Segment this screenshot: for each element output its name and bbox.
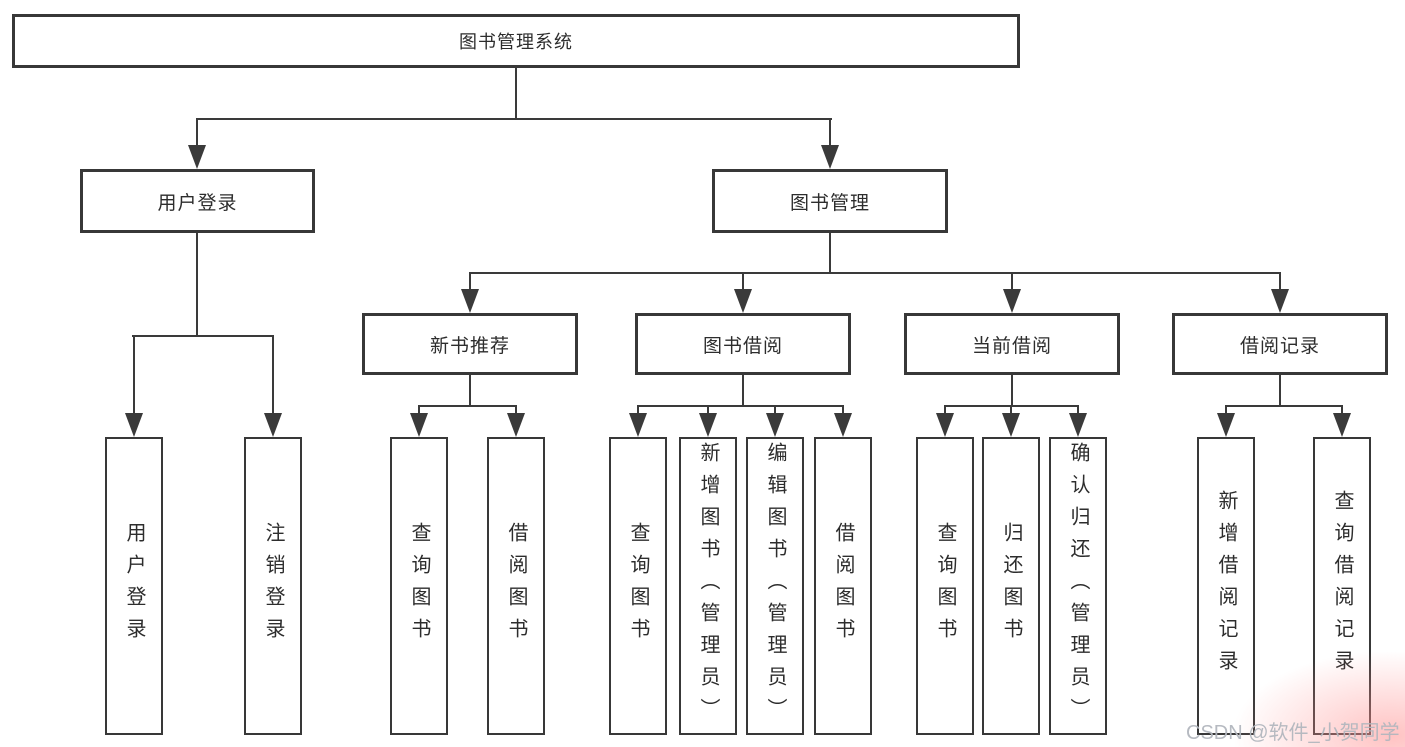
connector-borrowing-records-bar: [1225, 405, 1343, 407]
connector-user-login-stem: [196, 233, 198, 335]
connector-root-stem: [515, 68, 517, 118]
leaf-query-borrow-record: 查询借阅记录: [1313, 437, 1371, 735]
arrow-down-icon: [507, 413, 525, 437]
leaf-label: 新增图书（管理员）: [697, 442, 719, 730]
leaf-edit-book-admin: 编辑图书（管理员）: [746, 437, 804, 735]
connector-root-bar: [196, 118, 832, 120]
connector-drop-line: [842, 405, 844, 417]
arrow-down-icon: [1217, 413, 1235, 437]
arrow-down-icon: [410, 413, 428, 437]
connector-new-book-stem: [469, 375, 471, 405]
connector-drop-line: [774, 405, 776, 417]
connector-drop-line: [196, 118, 198, 150]
connector-drop-line: [418, 405, 420, 417]
leaf-user-login: 用户登录: [105, 437, 163, 735]
arrow-down-icon: [1002, 413, 1020, 437]
connector-borrowing-records-stem: [1279, 375, 1281, 405]
node-borrowing-records: 借阅记录: [1172, 313, 1388, 375]
leaf-label: 借阅图书: [505, 522, 527, 650]
leaf-label: 确认归还（管理员）: [1067, 442, 1089, 730]
arrow-down-icon: [1333, 413, 1351, 437]
connector-drop-line: [1010, 405, 1012, 417]
leaf-label: 借阅图书: [832, 522, 854, 650]
leaf-add-book-admin: 新增图书（管理员）: [679, 437, 737, 735]
connector-book-management-bar: [469, 272, 1281, 274]
arrow-down-icon: [1271, 289, 1289, 313]
connector-drop-line: [1011, 272, 1013, 292]
node-library-management-system: 图书管理系统: [12, 14, 1020, 68]
node-label: 图书借阅: [702, 335, 783, 357]
connector-book-borrowing-bar: [637, 405, 844, 407]
arrow-down-icon: [1003, 289, 1021, 313]
arrow-down-icon: [936, 413, 954, 437]
leaf-label: 用户登录: [123, 522, 145, 650]
arrow-down-icon: [734, 289, 752, 313]
node-book-borrowing: 图书借阅: [635, 313, 851, 375]
node-label: 借阅记录: [1239, 335, 1320, 357]
arrow-down-icon: [834, 413, 852, 437]
arrow-down-icon: [461, 289, 479, 313]
arrow-down-icon: [821, 145, 839, 169]
connector-drop-line: [707, 405, 709, 417]
node-label: 当前借阅: [971, 335, 1052, 357]
node-user-login: 用户登录: [80, 169, 315, 233]
connector-drop-line: [637, 405, 639, 417]
connector-drop-line: [1279, 272, 1281, 292]
leaf-label: 编辑图书（管理员）: [764, 442, 786, 730]
connector-new-book-bar: [418, 405, 517, 407]
connector-drop-line: [944, 405, 946, 417]
node-label: 图书管理: [789, 192, 870, 214]
connector-current-borrowing-stem: [1011, 375, 1013, 405]
connector-drop-line: [742, 272, 744, 292]
connector-drop-line: [1225, 405, 1227, 417]
leaf-label: 新增借阅记录: [1215, 490, 1237, 682]
arrow-down-icon: [699, 413, 717, 437]
leaf-borrow-books-recommend: 借阅图书: [487, 437, 545, 735]
leaf-borrow-books: 借阅图书: [814, 437, 872, 735]
connector-drop-line: [133, 335, 135, 417]
connector-drop-line: [272, 335, 274, 417]
node-label: 新书推荐: [429, 335, 510, 357]
leaf-query-books-borrowing: 查询图书: [609, 437, 667, 735]
connector-drop-line: [829, 118, 831, 150]
connector-drop-line: [1077, 405, 1079, 417]
leaf-label: 查询图书: [627, 522, 649, 650]
connector-drop-line: [469, 272, 471, 292]
arrow-down-icon: [264, 413, 282, 437]
leaf-confirm-return-admin: 确认归还（管理员）: [1049, 437, 1107, 735]
node-label: 图书管理系统: [459, 32, 573, 52]
arrow-down-icon: [188, 145, 206, 169]
leaf-label: 查询图书: [408, 522, 430, 650]
node-label: 用户登录: [157, 192, 238, 214]
leaf-label: 注销登录: [262, 522, 284, 650]
leaf-label: 查询借阅记录: [1331, 490, 1353, 682]
node-new-book-recommend: 新书推荐: [362, 313, 578, 375]
leaf-add-borrow-record: 新增借阅记录: [1197, 437, 1255, 735]
leaf-query-books-current: 查询图书: [916, 437, 974, 735]
leaf-return-book: 归还图书: [982, 437, 1040, 735]
arrow-down-icon: [766, 413, 784, 437]
connector-book-borrowing-stem: [742, 375, 744, 405]
connector-user-login-bar: [132, 335, 274, 337]
leaf-query-books-recommend: 查询图书: [390, 437, 448, 735]
leaf-label: 归还图书: [1000, 522, 1022, 650]
connector-drop-line: [1341, 405, 1343, 417]
node-book-management: 图书管理: [712, 169, 948, 233]
leaf-label: 查询图书: [934, 522, 956, 650]
connector-book-management-stem: [829, 233, 831, 272]
watermark-text: CSDN @软件_小贺同学: [1186, 722, 1400, 744]
connector-drop-line: [515, 405, 517, 417]
leaf-logout: 注销登录: [244, 437, 302, 735]
arrow-down-icon: [125, 413, 143, 437]
node-current-borrowing: 当前借阅: [904, 313, 1120, 375]
arrow-down-icon: [629, 413, 647, 437]
arrow-down-icon: [1069, 413, 1087, 437]
